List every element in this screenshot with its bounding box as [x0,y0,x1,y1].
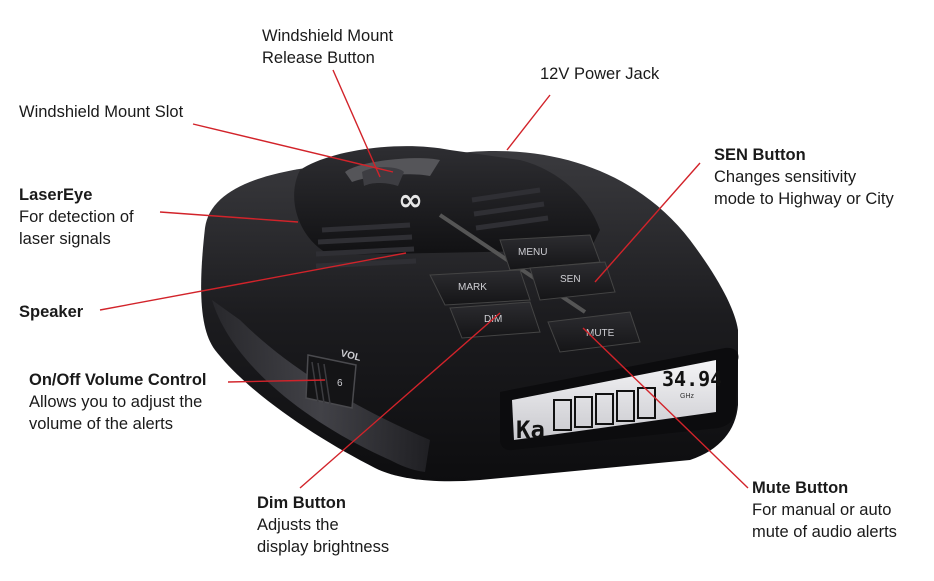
display-frequency: 34.94 [662,367,722,391]
speaker-title: Speaker [19,303,84,321]
callout-dim-button: Dim Button Adjusts the display brightnes… [257,492,389,558]
display-digit-boxes [553,387,656,431]
volume-wheel-value: 6 [337,378,343,389]
speaker-grille [315,187,549,269]
mark-button-label[interactable]: MARK [458,282,487,293]
release-button-shape [362,167,404,186]
leader-mute [582,327,749,489]
dim-desc-line1: Adjusts the [257,516,339,534]
mount-slot-title: Windshield Mount Slot [19,103,184,121]
leader-volume [227,379,326,383]
lasereye-title: LaserEye [19,186,93,204]
menu-button-label[interactable]: MENU [518,247,547,258]
volume-desc-line2: volume of the alerts [29,415,173,433]
callout-sen-button: SEN Button Changes sensitivity mode to H… [714,144,894,210]
brand-logo-shape: ∞ [398,183,423,218]
leader-lasereye [159,211,299,223]
mute-desc-line1: For manual or auto [752,501,892,519]
release-desc: Release Button [262,49,375,67]
callout-release-button: Windshield Mount Release Button [262,25,393,69]
mute-desc-line2: mute of audio alerts [752,523,897,541]
display-band: Ka [516,416,545,444]
volume-desc-line1: Allows you to adjust the [29,393,203,411]
sen-button-label[interactable]: SEN [560,274,581,285]
sen-desc-line2: mode to Highway or City [714,190,894,208]
leader-mount-slot [192,123,394,173]
sen-desc-line1: Changes sensitivity [714,168,857,186]
callout-mute-button: Mute Button For manual or auto mute of a… [752,477,897,543]
leader-speaker [99,252,407,311]
dim-title: Dim Button [257,494,346,512]
lasereye-desc-line2: laser signals [19,230,111,248]
leader-sen [594,162,701,283]
leader-dim [299,312,501,489]
mute-title: Mute Button [752,479,849,497]
callout-volume-control: On/Off Volume Control Allows you to adju… [29,369,207,435]
callout-power-jack: 12V Power Jack [540,63,659,85]
display-unit: GHz [680,393,695,400]
vol-label: VOL [339,348,362,364]
button-panel [429,234,641,353]
leader-release [332,69,381,178]
mute-button-label[interactable]: MUTE [586,328,615,339]
volume-title: On/Off Volume Control [29,371,207,389]
callout-mount-slot: Windshield Mount Slot [19,101,183,123]
callout-lasereye: LaserEye For detection of laser signals [19,184,134,250]
power-jack-title: 12V Power Jack [540,65,660,83]
sen-title: SEN Button [714,146,806,164]
release-title: Windshield Mount [262,27,394,45]
leader-power-jack [506,94,551,151]
lasereye-desc-line1: For detection of [19,208,134,226]
volume-wheel-ridges [311,361,331,405]
dim-desc-line2: display brightness [257,538,390,556]
callout-speaker: Speaker [19,301,83,323]
